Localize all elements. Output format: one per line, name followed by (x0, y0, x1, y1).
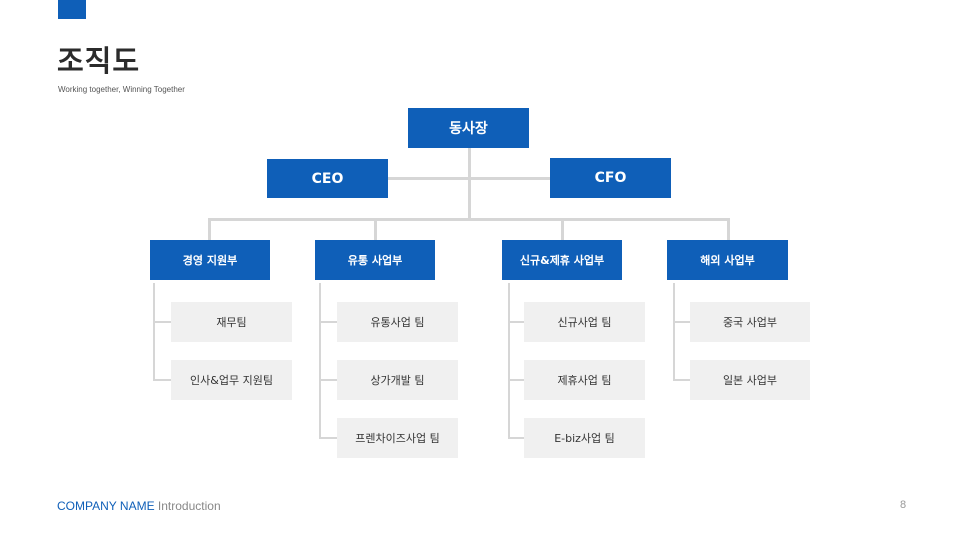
connector-div4-drop (727, 218, 730, 240)
team-box: 제휴사업 팀 (524, 360, 645, 400)
cfo-box: CFO (550, 158, 671, 198)
team-box: 인사&업무 지원팀 (171, 360, 292, 400)
footer-intro: Introduction (157, 499, 221, 513)
division-box: 경영 지원부 (150, 240, 270, 280)
team-box: 신규사업 팀 (524, 302, 645, 342)
connector-div4-team1 (673, 321, 690, 323)
connector-div3-drop (561, 218, 564, 240)
connector-div3-branch (508, 283, 510, 439)
team-box: E-biz사업 팀 (524, 418, 645, 458)
page-subtitle: Working together, Winning Together (58, 85, 185, 94)
connector-div3-team2 (508, 379, 524, 381)
connector-div2-team2 (319, 379, 337, 381)
connector-div1-drop (208, 218, 211, 240)
page-number: 8 (900, 499, 907, 511)
connector-division-bar (208, 218, 730, 221)
connector-div2-team3 (319, 437, 337, 439)
team-box: 재무팀 (171, 302, 292, 342)
connector-div3-team3 (508, 437, 524, 439)
connector-main-vertical (468, 147, 471, 220)
division-box: 해외 사업부 (667, 240, 788, 280)
connector-div3-team1 (508, 321, 524, 323)
division-box: 신규&제휴 사업부 (502, 240, 622, 280)
footer-company: COMPANY NAME (57, 499, 155, 513)
team-box: 중국 사업부 (690, 302, 810, 342)
footer: COMPANY NAME Introduction (57, 499, 221, 513)
ceo-box: CEO (267, 159, 388, 198)
page-title: 조직도 (57, 44, 141, 78)
connector-div1-branch (153, 283, 155, 381)
team-box: 프렌차이즈사업 팀 (337, 418, 458, 458)
connector-div1-team1 (153, 321, 171, 323)
connector-div4-team2 (673, 379, 690, 381)
connector-div1-team2 (153, 379, 171, 381)
connector-ceo-cfo (388, 177, 550, 180)
connector-div2-drop (374, 218, 377, 240)
connector-div4-branch (673, 283, 675, 381)
connector-div2-branch (319, 283, 321, 439)
connector-div2-team1 (319, 321, 337, 323)
accent-square (58, 0, 86, 19)
team-box: 유통사업 팀 (337, 302, 458, 342)
chairman-box: 동사장 (408, 108, 529, 148)
team-box: 일본 사업부 (690, 360, 810, 400)
team-box: 상가개발 팀 (337, 360, 458, 400)
division-box: 유통 사업부 (315, 240, 435, 280)
